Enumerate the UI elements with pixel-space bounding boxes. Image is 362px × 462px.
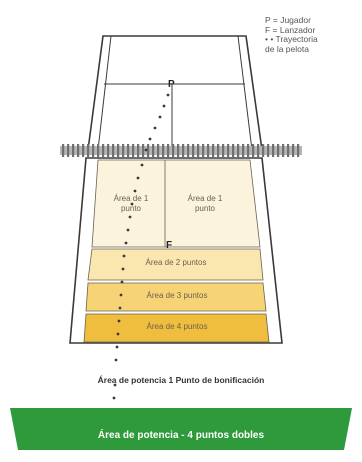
net-post bbox=[172, 144, 175, 157]
net-mesh bbox=[62, 144, 300, 157]
net-post bbox=[277, 144, 280, 157]
lower-court bbox=[69, 157, 283, 344]
ball-trajectory bbox=[111, 93, 170, 412]
net-post bbox=[252, 144, 255, 157]
bonus-area-caption: Área de potencia 1 Punto de bonificación bbox=[97, 375, 265, 385]
zone-left-label: Área de 1 punto bbox=[100, 194, 162, 214]
net-post bbox=[87, 144, 90, 157]
zone-left-label-line1: Área de 1 bbox=[113, 194, 149, 203]
net-post bbox=[282, 144, 285, 157]
net-post bbox=[162, 144, 165, 157]
pitcher-marker: P bbox=[168, 79, 175, 90]
legend: P = Jugador F = Lanzador • • Trayectoria… bbox=[265, 15, 360, 54]
net-post bbox=[212, 144, 215, 157]
net-post bbox=[147, 144, 150, 157]
zone-three-points bbox=[85, 282, 267, 312]
net-post bbox=[152, 144, 155, 157]
net-post bbox=[297, 144, 300, 157]
upper-court-left-inner-line bbox=[97, 35, 112, 151]
zone-right-label-line2: punto bbox=[194, 204, 216, 213]
power-area-green bbox=[10, 408, 352, 450]
net-post bbox=[62, 144, 65, 157]
net-post bbox=[97, 144, 100, 157]
net-post bbox=[132, 144, 135, 157]
net-post bbox=[67, 144, 70, 157]
zone-four-points bbox=[83, 313, 270, 343]
net-post bbox=[127, 144, 130, 157]
legend-trayectoria: • • Trayectoria bbox=[265, 34, 318, 44]
net-post bbox=[112, 144, 115, 157]
zone-two-points bbox=[87, 248, 264, 281]
power-area-caption: Área de potencia - 4 puntos dobles bbox=[97, 430, 265, 441]
net-post bbox=[167, 144, 170, 157]
net-post bbox=[72, 144, 75, 157]
net-post bbox=[222, 144, 225, 157]
net-post bbox=[157, 144, 160, 157]
net-post bbox=[237, 144, 240, 157]
net-post bbox=[247, 144, 250, 157]
net-post bbox=[217, 144, 220, 157]
net-post bbox=[137, 144, 140, 157]
net-post bbox=[197, 144, 200, 157]
upper-court-outline bbox=[87, 35, 263, 151]
net-post bbox=[122, 144, 125, 157]
net bbox=[60, 144, 302, 157]
zone-four-label: Área de 4 puntos bbox=[146, 322, 208, 331]
net-post bbox=[257, 144, 260, 157]
legend-jugador: P = Jugador bbox=[265, 15, 311, 25]
upper-court-right-inner-line bbox=[237, 35, 253, 151]
net-post bbox=[242, 144, 245, 157]
net-post bbox=[187, 144, 190, 157]
zone-three-label: Área de 3 puntos bbox=[146, 291, 208, 300]
net-post bbox=[77, 144, 80, 157]
net-post bbox=[192, 144, 195, 157]
net-post bbox=[107, 144, 110, 157]
net-post bbox=[267, 144, 270, 157]
net-post bbox=[202, 144, 205, 157]
zone-right-label-line1: Área de 1 bbox=[187, 194, 223, 203]
net-post bbox=[92, 144, 95, 157]
net-post bbox=[232, 144, 235, 157]
net-post bbox=[227, 144, 230, 157]
net-post bbox=[182, 144, 185, 157]
net-post bbox=[262, 144, 265, 157]
zone-right-label: Área de 1 punto bbox=[172, 194, 238, 214]
legend-trayectoria-2: de la pelota bbox=[265, 43, 309, 54]
net-post bbox=[102, 144, 105, 157]
net-post bbox=[177, 144, 180, 157]
net-post bbox=[207, 144, 210, 157]
net-post bbox=[117, 144, 120, 157]
net-post bbox=[82, 144, 85, 157]
zone-one-point bbox=[91, 159, 261, 248]
fielder-marker: F bbox=[166, 240, 172, 251]
zone-two-label: Área de 2 puntos bbox=[145, 258, 207, 267]
net-post bbox=[287, 144, 290, 157]
legend-lanzador: F = Lanzador bbox=[265, 24, 316, 35]
net-post bbox=[142, 144, 145, 157]
net-post bbox=[272, 144, 275, 157]
upper-court bbox=[87, 35, 263, 151]
net-post bbox=[292, 144, 295, 157]
zone-left-label-line2: punto bbox=[120, 204, 142, 213]
